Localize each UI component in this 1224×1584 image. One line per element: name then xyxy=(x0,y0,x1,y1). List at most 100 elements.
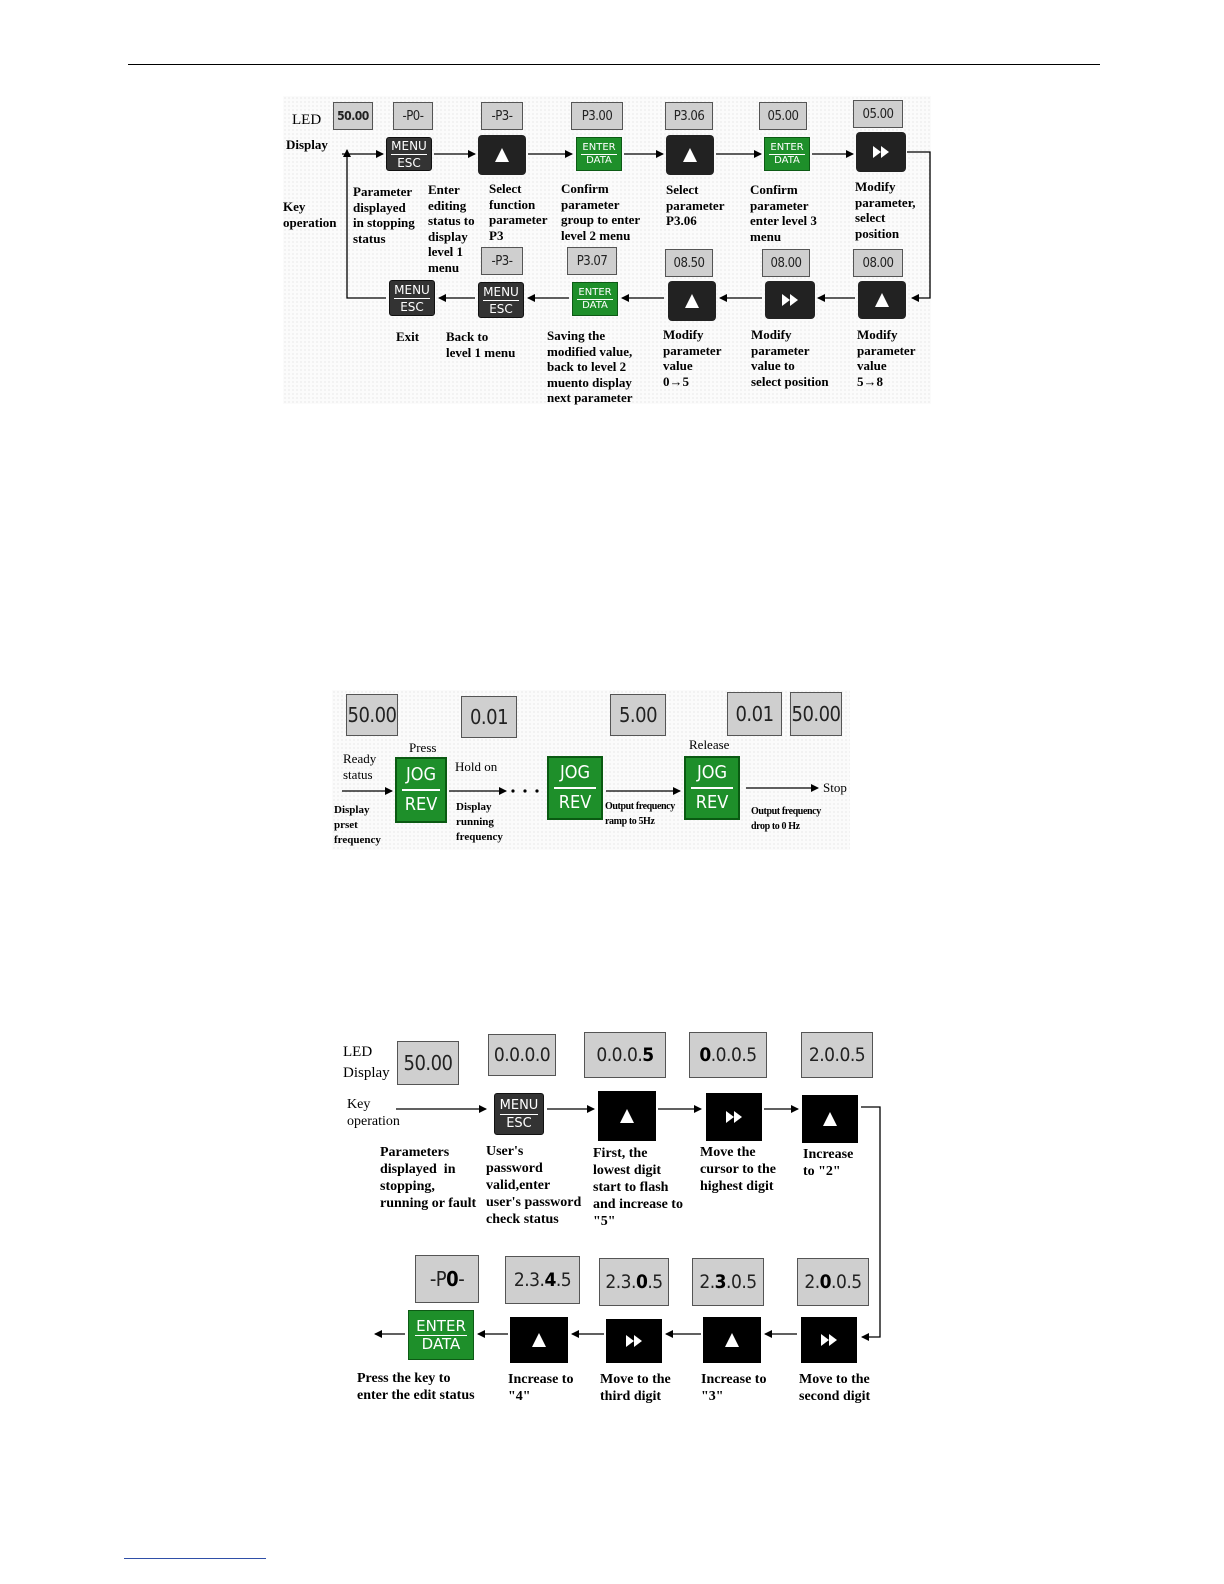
key-label: MENU xyxy=(483,284,519,299)
led-value: P3.07 xyxy=(576,253,608,269)
up-key[interactable] xyxy=(668,281,716,321)
key-label: REV xyxy=(695,792,729,813)
led-display: 0.0.0.5 xyxy=(689,1032,767,1078)
step-caption: Modify parameter value 5→8 xyxy=(857,327,916,389)
up-arrow-icon xyxy=(725,1333,739,1347)
step-caption: Parameter displayed in stopping status xyxy=(353,184,415,246)
step-caption: Confirm parameter group to enter level 2… xyxy=(561,181,641,243)
step-caption: Increase to "4" xyxy=(508,1372,574,1404)
led-display: P3.06 xyxy=(665,102,713,130)
drop-label: Output frequency drop to 0 Hz xyxy=(751,806,821,832)
release-label: Release xyxy=(689,737,730,752)
shift-key[interactable] xyxy=(706,1093,762,1141)
led-display: 2.3.0.5 xyxy=(599,1258,669,1306)
led-value: 0.01 xyxy=(469,705,509,729)
led-display: -P3- xyxy=(481,102,523,130)
led-value: -P0- xyxy=(402,108,424,124)
step-caption: Exit xyxy=(396,329,420,344)
led-value: 08.00 xyxy=(770,255,802,271)
led-label: LED xyxy=(292,112,322,128)
led-value: -P0- xyxy=(429,1267,465,1291)
up-key[interactable] xyxy=(478,135,526,175)
led-display: 08.00 xyxy=(762,249,810,277)
step-caption: Saving the modified value, back to level… xyxy=(547,328,633,406)
key-label: ENTER xyxy=(770,141,804,153)
led-value: 2.3.0.5 xyxy=(699,1271,757,1293)
led-display: 08.00 xyxy=(853,249,903,277)
led-display: P3.07 xyxy=(567,247,617,275)
up-key[interactable] xyxy=(598,1091,656,1141)
up-arrow-icon xyxy=(875,293,889,307)
key-label: ESC xyxy=(397,155,421,170)
up-key[interactable] xyxy=(666,135,714,175)
key-label: ENTER xyxy=(416,1316,466,1335)
shift-key[interactable] xyxy=(856,132,906,172)
up-key[interactable] xyxy=(510,1317,568,1363)
key-label: REV xyxy=(404,794,438,815)
led-value: P3.06 xyxy=(673,108,705,124)
fast-forward-icon xyxy=(726,1111,742,1123)
step-caption: Move to the second digit xyxy=(799,1372,871,1404)
step-caption: Move the cursor to the highest digit xyxy=(700,1145,776,1194)
step-caption: Back to level 1 menu xyxy=(446,329,516,360)
step-caption: Confirm parameter enter level 3 menu xyxy=(750,182,817,244)
led-value: 50.00 xyxy=(403,1051,454,1075)
key-operation-label: Key operation xyxy=(347,1097,400,1129)
up-arrow-icon xyxy=(620,1109,634,1123)
ramp-label: Output frequency ramp to 5Hz xyxy=(605,801,675,827)
led-value: 50.00 xyxy=(791,702,842,726)
up-key[interactable] xyxy=(703,1317,761,1363)
led-display: -P0- xyxy=(393,102,433,130)
stop-label: Stop xyxy=(823,780,847,795)
led-display: 50.00 xyxy=(790,692,842,736)
hold-on-label: Hold on xyxy=(455,759,498,774)
step-caption: Parameters displayed in stopping, runnin… xyxy=(380,1145,477,1211)
up-key[interactable] xyxy=(858,281,906,319)
step-caption: Select parameter P3.06 xyxy=(666,182,725,229)
key-label: MENU xyxy=(499,1097,539,1113)
led-value: 50.00 xyxy=(347,703,398,727)
step-caption: Modify parameter, select position xyxy=(855,179,916,241)
led-display: 0.0.0.5 xyxy=(584,1032,666,1078)
led-value: 0.01 xyxy=(735,702,774,726)
up-key[interactable] xyxy=(802,1095,858,1143)
step-caption: Modify parameter value 0→5 xyxy=(663,327,722,389)
led-display: 0.0.0.0 xyxy=(488,1034,556,1076)
led-value: -P3- xyxy=(491,253,513,269)
led-value: 5.00 xyxy=(618,703,658,727)
shift-key[interactable] xyxy=(801,1317,857,1363)
key-label: DATA xyxy=(421,1334,461,1353)
up-arrow-icon xyxy=(495,148,509,162)
led-display: 50.00 xyxy=(333,102,373,130)
up-arrow-icon xyxy=(683,148,697,162)
step-caption: User's password valid,enter user's passw… xyxy=(486,1144,582,1227)
footnote-rule xyxy=(124,1558,266,1559)
shift-key[interactable] xyxy=(765,281,815,319)
led-display: 05.00 xyxy=(759,102,807,130)
step-caption: Press the key to enter the edit status xyxy=(357,1371,475,1403)
shift-key[interactable] xyxy=(606,1319,662,1363)
key-label: DATA xyxy=(774,154,800,166)
led-value: 50.00 xyxy=(337,109,369,123)
display-preset-label: Display prset frequency xyxy=(334,804,381,846)
up-arrow-icon xyxy=(532,1333,546,1347)
led-display: 2.3.0.5 xyxy=(692,1258,764,1306)
key-label: ENTER xyxy=(582,141,616,153)
led-value: 0.0.0.5 xyxy=(596,1044,654,1066)
led-value: 2.0.0.5 xyxy=(808,1044,866,1066)
led-display: 05.00 xyxy=(853,100,903,128)
led-value: 2.3.4.5 xyxy=(513,1269,572,1291)
up-arrow-icon xyxy=(823,1112,837,1126)
